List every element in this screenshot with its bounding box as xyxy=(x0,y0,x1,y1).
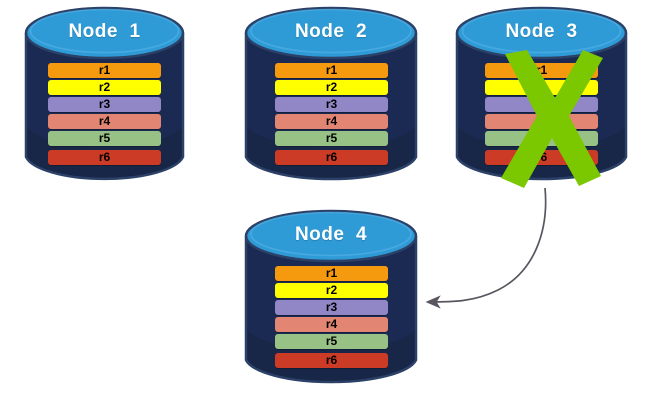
table-row[interactable]: r1 xyxy=(275,63,388,78)
table-row[interactable]: r5 xyxy=(48,131,161,146)
table-row[interactable]: r5 xyxy=(275,334,388,349)
table-row[interactable]: r5 xyxy=(485,131,598,146)
table-row[interactable]: r1 xyxy=(485,63,598,78)
node-3[interactable]: Node 3 r1 r2 r3 r4 r5 r6 xyxy=(455,5,628,188)
node-4[interactable]: Node 4 r1 r2 r3 r4 r5 r6 xyxy=(244,208,418,388)
table-row[interactable]: r3 xyxy=(485,97,598,112)
table-row[interactable]: r4 xyxy=(485,114,598,129)
table-row[interactable]: r6 xyxy=(275,353,388,368)
table-row[interactable]: r3 xyxy=(48,97,161,112)
table-row[interactable]: r1 xyxy=(48,63,161,78)
table-row[interactable]: r4 xyxy=(48,114,161,129)
table-row[interactable]: r2 xyxy=(485,80,598,95)
table-row[interactable]: r2 xyxy=(275,283,388,298)
node-1[interactable]: Node 1 r1 r2 r3 r4 r5 r6 xyxy=(24,5,185,185)
table-row[interactable]: r1 xyxy=(275,266,388,281)
table-row[interactable]: r6 xyxy=(275,150,388,165)
table-row[interactable]: r6 xyxy=(48,150,161,165)
node-2[interactable]: Node 2 r1 r2 r3 r4 r5 r6 xyxy=(244,5,418,185)
table-row[interactable]: r6 xyxy=(485,150,598,165)
table-row[interactable]: r4 xyxy=(275,114,388,129)
table-row[interactable]: r4 xyxy=(275,317,388,332)
table-row[interactable]: r3 xyxy=(275,97,388,112)
table-row[interactable]: r2 xyxy=(48,80,161,95)
table-row[interactable]: r2 xyxy=(275,80,388,95)
table-row[interactable]: r3 xyxy=(275,300,388,315)
table-row[interactable]: r5 xyxy=(275,131,388,146)
replication-arrow-path xyxy=(425,187,547,309)
